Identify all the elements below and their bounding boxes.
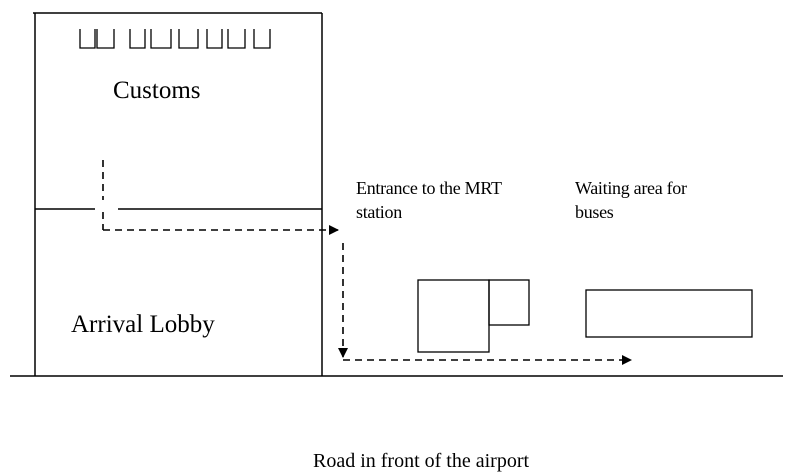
customs-counter (227, 29, 246, 49)
bus-waiting-area-box (585, 289, 753, 338)
bus-waiting-label-line1: Waiting area for (575, 178, 687, 198)
arrival-lobby-label: Arrival Lobby (71, 311, 215, 338)
terminal-building (33, 12, 323, 376)
mrt-entrance-main-block (417, 279, 490, 353)
customs-counter (178, 29, 199, 49)
mrt-entrance-label-line1: Entrance to the MRT (356, 178, 502, 198)
route-path (102, 160, 632, 365)
customs-counters (79, 29, 271, 49)
mrt-entrance-side-block (488, 279, 530, 326)
customs-counter (79, 29, 96, 49)
mrt-entrance-label: Entrance to the MRT station (356, 176, 502, 224)
mrt-entrance-structure (417, 279, 530, 353)
customs-counter (206, 29, 223, 49)
road-label: Road in front of the airport (313, 450, 530, 472)
customs-counter (129, 29, 146, 49)
bus-waiting-area-label: Waiting area for buses (575, 176, 687, 224)
bus-waiting-label-line2: buses (575, 202, 614, 222)
customs-counter (253, 29, 271, 49)
customs-counter (150, 29, 172, 49)
customs-counter (96, 29, 115, 49)
mrt-entrance-label-line2: station (356, 202, 402, 222)
customs-label: Customs (113, 77, 201, 104)
